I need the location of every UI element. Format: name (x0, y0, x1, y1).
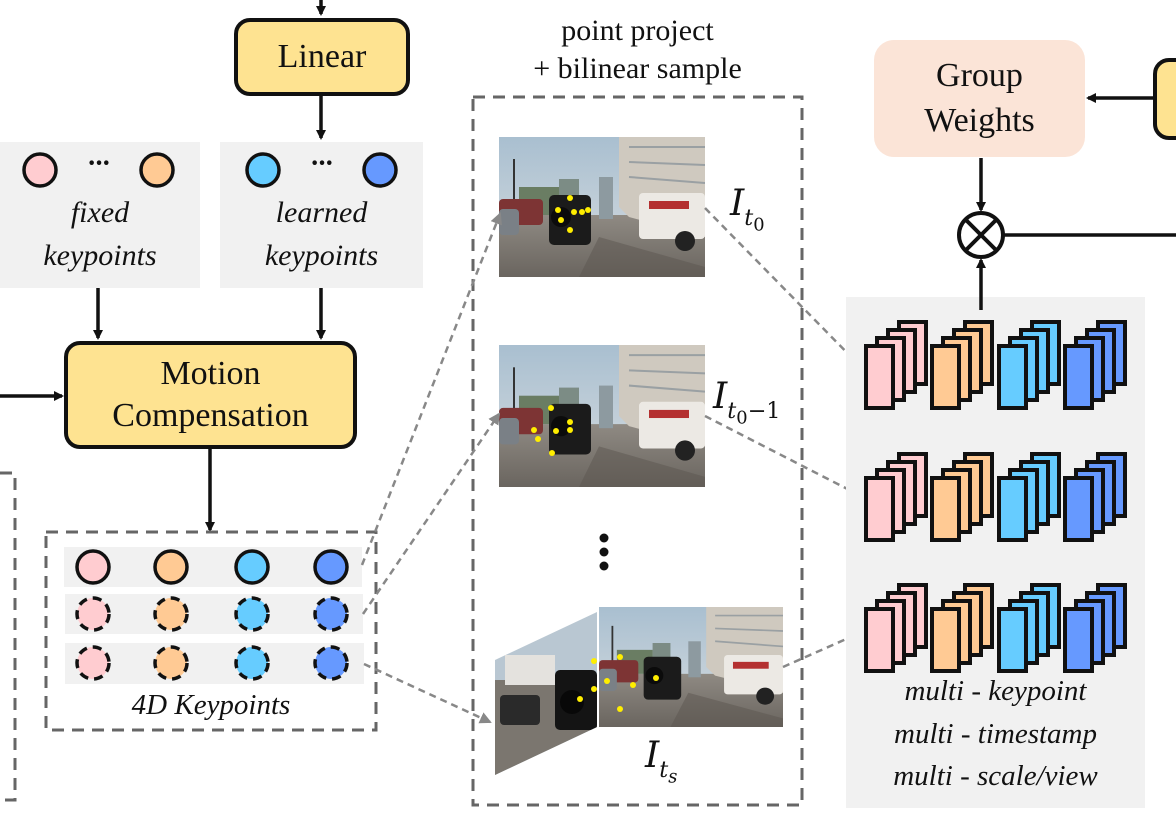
fixed-keypoints-label-line2: keypoints (43, 239, 157, 272)
keypoint-4d-orange-row1 (153, 549, 189, 585)
feature-stack-lightblue-row3 (997, 583, 1061, 673)
keypoints-4d-row-solid-bg (64, 547, 362, 587)
right-edge-block (1153, 58, 1176, 140)
feature-map-layer (864, 607, 895, 673)
keypoint-4d-lightblue-row3 (234, 645, 270, 681)
feature-stack-orange-row3 (930, 583, 994, 673)
feature-stack-pink-row2 (864, 452, 928, 542)
keypoint-4d-orange-row2 (153, 596, 189, 632)
fixed-keypoints-label-line1: fixed (70, 196, 130, 229)
learned-keypoint-blue-icon (362, 152, 398, 188)
motion-compensation-line2: Compensation (112, 397, 309, 434)
frame-image-ts (495, 607, 783, 775)
group-weights-line1: Group (936, 57, 1023, 95)
learned-keypoints-label-line2: keypoints (264, 239, 379, 272)
keypoints-4d-box (44, 530, 378, 732)
keypoint-4d-blue-row2 (313, 596, 349, 632)
keypoint-4d-pink-row3 (75, 645, 111, 681)
feature-map-layer (997, 344, 1028, 410)
frame-image-ts-side-view (495, 612, 597, 775)
sampling-title-line1: point project (561, 14, 714, 47)
fixed-keypoint-orange-icon (139, 152, 175, 188)
feature-map-layer (930, 476, 961, 542)
feature-stack-blue-row2 (1063, 452, 1127, 542)
multiply-operator-icon (957, 211, 1005, 259)
feature-stack-lightblue-row2 (997, 452, 1061, 542)
keypoint-4d-lightblue-row2 (234, 596, 270, 632)
frame-label-t0: It0 (730, 183, 765, 236)
frame-image-t0 (499, 137, 705, 277)
feature-caption-keypoint: multi - keypoint (904, 675, 1087, 707)
learned-ellipsis: ··· (309, 148, 334, 179)
fixed-ellipsis: ··· (86, 148, 111, 179)
feature-map-layer (864, 344, 895, 410)
feature-map-layer (1063, 607, 1094, 673)
feature-map-layer (1063, 476, 1094, 542)
feature-map-layer (930, 344, 961, 410)
feature-map-layer (930, 607, 961, 673)
linear-block: Linear (234, 18, 410, 96)
sampling-title-line2: + bilinear sample (533, 52, 742, 85)
project-arrow-row2 (361, 412, 501, 615)
project-arrow-row3 (363, 662, 492, 724)
feature-map-layer (864, 476, 895, 542)
keypoints-4d-label: 4D Keypoints (131, 689, 291, 721)
project-arrow-row1 (360, 212, 502, 566)
sample-arrow-t0-minus-1 (704, 414, 865, 499)
frame-label-ts: Its (645, 735, 678, 788)
keypoint-legend-circles (22, 152, 398, 188)
keypoint-4d-pink-row2 (75, 596, 111, 632)
frame-image-t0-minus-1 (499, 345, 705, 487)
motion-compensation-line1: Motion (160, 354, 261, 392)
learned-keypoint-lightblue-icon (245, 152, 281, 188)
feature-stack-blue-row1 (1063, 320, 1127, 410)
feature-stack-blue-row3 (1063, 583, 1127, 673)
keypoint-4d-lightblue-row1 (234, 549, 270, 585)
keypoint-4d-blue-row3 (313, 645, 349, 681)
feature-stack-pink-row1 (864, 320, 928, 410)
feature-stack-orange-row2 (930, 452, 994, 542)
keypoint-4d-blue-row1 (313, 549, 349, 585)
sample-arrow-t0 (704, 207, 864, 370)
feature-map-layer (997, 476, 1028, 542)
fixed-keypoint-pink-icon (22, 152, 58, 188)
group-weights-block: Group Weights (874, 40, 1085, 157)
learned-keypoints-label-line1: learned (275, 196, 368, 229)
frame-label-t0-minus-1: It0−1 (713, 376, 781, 429)
feature-stack-lightblue-row1 (997, 320, 1061, 410)
keypoint-4d-orange-row3 (153, 645, 189, 681)
vertical-ellipsis-icon (599, 533, 609, 571)
group-weights-line2: Weights (924, 101, 1035, 139)
feature-map-layer (997, 607, 1028, 673)
feature-caption-timestamp: multi - timestamp (894, 718, 1097, 750)
feature-stack-pink-row3 (864, 583, 928, 673)
feature-caption-scale-view: multi - scale/view (893, 760, 1098, 792)
left-dashed-box (0, 471, 17, 802)
motion-compensation-block: Motion Compensation (64, 341, 357, 449)
feature-stack-orange-row1 (930, 320, 994, 410)
keypoint-4d-pink-row1 (75, 549, 111, 585)
feature-map-layer (1063, 344, 1094, 410)
linear-label: Linear (277, 38, 367, 75)
